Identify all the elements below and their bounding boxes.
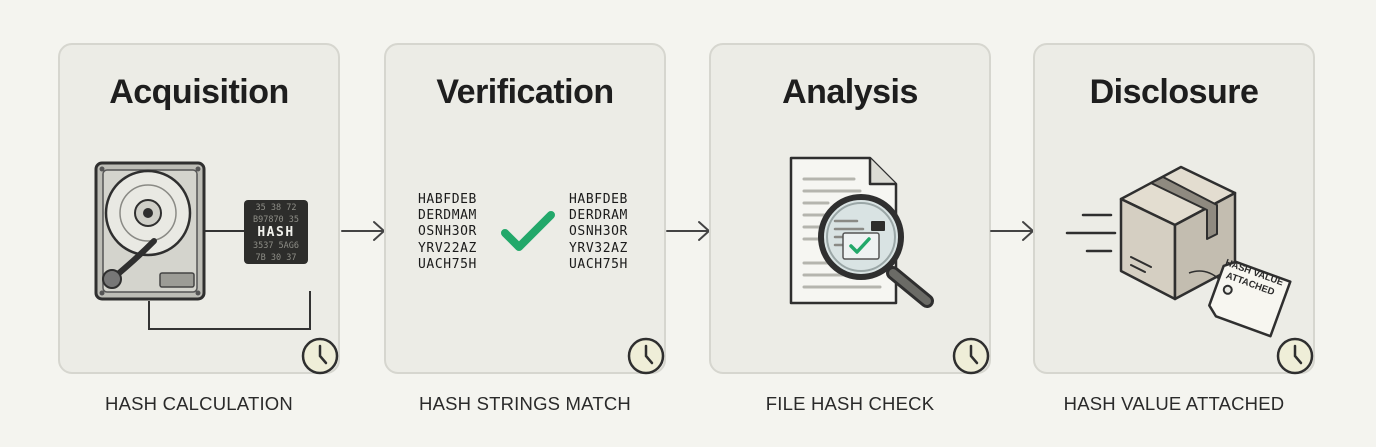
stage-caption: HASH VALUE ATTACHED	[1063, 393, 1285, 414]
chip-row: 3537 5AG6	[252, 241, 300, 251]
hash-string: DERDMAM	[418, 208, 477, 224]
clock-icon	[1276, 337, 1314, 375]
tag-icon	[1188, 260, 1292, 338]
arrow-right-icon	[666, 221, 710, 241]
hash-string: UACH75H	[569, 256, 628, 272]
stage-title: Acquisition	[109, 73, 289, 111]
chip-row: 7B 30 37	[255, 253, 297, 263]
stage-panel-verification: Verification HABFDEB DERDMAM OSNH3OR YRV…	[384, 43, 666, 375]
stage-title: Analysis	[782, 73, 918, 111]
magnifier-icon	[818, 194, 934, 308]
stage-caption: FILE HASH CHECK	[765, 393, 935, 414]
stage-caption: HASH STRINGS MATCH	[419, 393, 631, 414]
stage-title: Verification	[436, 73, 614, 111]
chip-label: HASH	[257, 225, 295, 240]
chip-row: B97870 35	[252, 215, 300, 225]
stage-panel-analysis: Analysis	[709, 43, 991, 375]
hash-list-right: HABFDEB DERDRAM OSNH3OR YRV32AZ UACH75H	[569, 192, 628, 273]
check-icon	[501, 211, 555, 251]
hash-string: DERDRAM	[569, 208, 628, 224]
stage-caption: HASH CALCULATION	[105, 393, 293, 414]
hard-drive-icon	[94, 161, 311, 330]
arrow-right-icon	[341, 221, 385, 241]
hash-string: YRV32AZ	[569, 240, 628, 256]
chip-row: 35 38 72	[255, 203, 297, 213]
hash-string: OSNH3OR	[418, 224, 477, 240]
stage-panel-disclosure: Disclosure HASH VALUE ATTACHED	[1033, 43, 1315, 375]
hash-string: OSNH3OR	[569, 224, 628, 240]
clock-icon	[627, 337, 665, 375]
speed-lines-icon	[1065, 213, 1117, 253]
hash-string: UACH75H	[418, 256, 477, 272]
package-icon	[1119, 165, 1237, 301]
stage-panel-acquisition: Acquisition 35 38 72 B97870 35 HASH 3537…	[58, 43, 340, 375]
stage-title: Disclosure	[1089, 73, 1259, 111]
arrow-right-icon	[990, 221, 1034, 241]
hash-list-left: HABFDEB DERDMAM OSNH3OR YRV22AZ UACH75H	[418, 192, 477, 273]
clock-icon	[301, 337, 339, 375]
clock-icon	[952, 337, 990, 375]
hash-chip-icon: 35 38 72 B97870 35 HASH 3537 5AG6 7B 30 …	[244, 200, 308, 264]
hash-string: HABFDEB	[569, 192, 628, 207]
hash-string: YRV22AZ	[418, 240, 477, 256]
hash-string: HABFDEB	[418, 192, 477, 207]
